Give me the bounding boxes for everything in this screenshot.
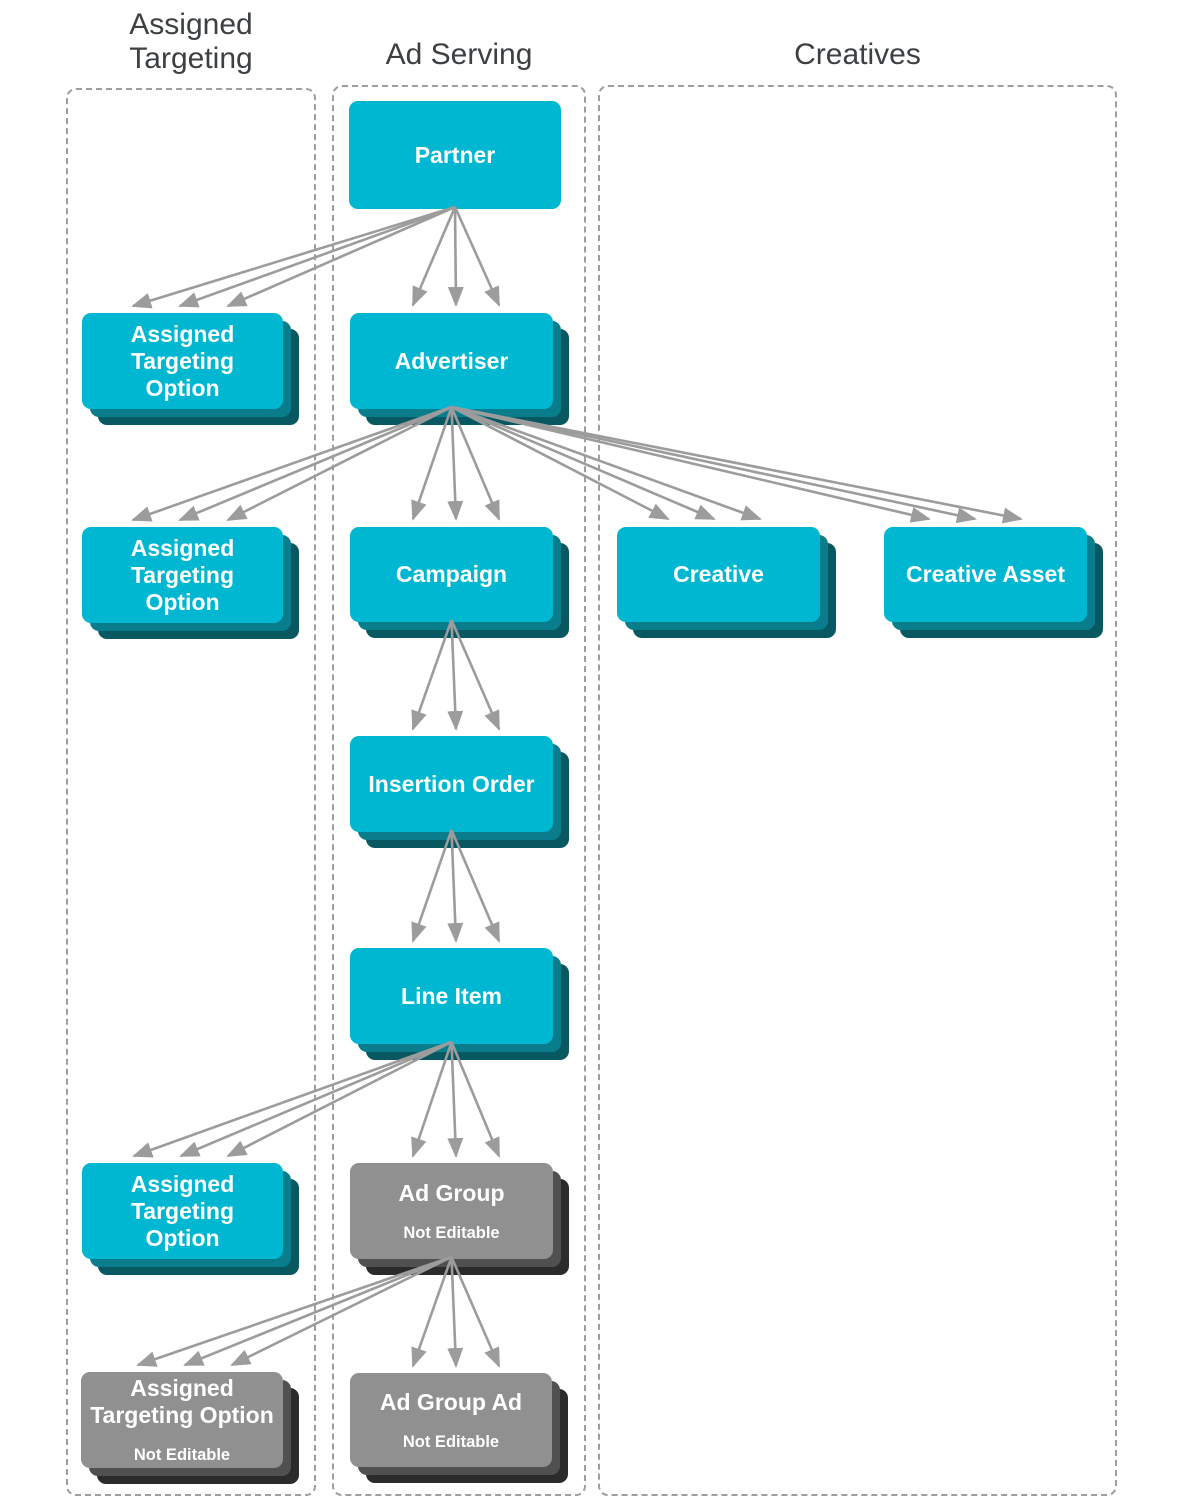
column-creatives — [598, 85, 1117, 1496]
node-partner: Partner — [349, 101, 561, 209]
node-label: Insertion Order — [368, 770, 535, 797]
node-label: Creative — [673, 561, 764, 587]
column-header-ad-serving: Ad Serving — [385, 38, 533, 71]
column-assigned-targeting — [66, 88, 316, 1496]
node-ad-group-ad: Ad Group Ad Not Editable — [350, 1373, 552, 1467]
node-label: Partner — [414, 141, 496, 168]
node-assigned-targeting-option-2: Assigned Targeting Option — [82, 527, 283, 623]
node-label: Ad Group Ad — [379, 1388, 523, 1415]
node-sublabel: Not Editable — [403, 1223, 500, 1242]
node-sublabel: Not Editable — [133, 1446, 231, 1464]
node-label: Assigned Targeting Option — [130, 320, 235, 401]
node-label: Advertiser — [394, 347, 509, 374]
node-sublabel: Not Editable — [402, 1432, 500, 1451]
node-label: Assigned Targeting Option — [130, 1170, 235, 1251]
node-campaign: Campaign — [350, 527, 553, 622]
node-assigned-targeting-option-3: Assigned Targeting Option — [82, 1163, 283, 1259]
node-label: Line Item — [401, 982, 502, 1009]
node-creative-asset: Creative Asset — [884, 527, 1087, 622]
node-label: Assigned Targeting Option — [130, 534, 235, 615]
column-header-assigned-targeting: Assigned Targeting — [129, 8, 253, 75]
node-label: Creative Asset — [906, 561, 1065, 587]
node-assigned-targeting-option-1: Assigned Targeting Option — [82, 313, 283, 409]
node-advertiser: Advertiser — [350, 313, 553, 409]
node-insertion-order: Insertion Order — [350, 736, 553, 832]
node-label: Campaign — [395, 561, 508, 587]
node-line-item: Line Item — [350, 948, 553, 1044]
node-label: Assigned Targeting Option — [90, 1375, 274, 1428]
node-label: Ad Group — [398, 1179, 505, 1206]
column-ad-serving — [332, 85, 586, 1496]
column-header-creatives: Creatives — [794, 38, 921, 71]
node-creative: Creative — [617, 527, 820, 622]
